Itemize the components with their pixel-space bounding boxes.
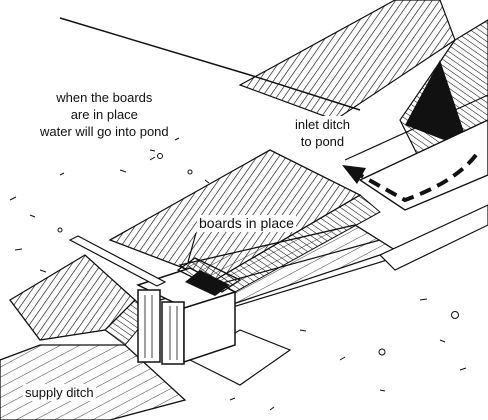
inlet-ditch-line-2: to pond: [300, 134, 345, 149]
supply-ditch-floor: [0, 329, 292, 420]
boards-slot: [176, 257, 242, 296]
boards-note-line-1: when the boards: [56, 90, 153, 105]
boards-note-label: when the boards are in place water will …: [38, 89, 171, 140]
inlet-ditch-label: inlet ditch to pond: [293, 116, 352, 150]
inlet-ditch-line-1: inlet ditch: [295, 117, 350, 132]
flow-arrow-icon: [342, 153, 478, 203]
boards-in-place-label: boards in place: [197, 215, 296, 232]
loose-board: [68, 235, 167, 287]
supply-ditch-label: supply ditch: [23, 384, 96, 401]
boards-note-line-2: are in place: [70, 107, 138, 122]
boards-note-line-3: water will go into pond: [40, 124, 169, 139]
inlet-ditch: [238, 0, 488, 211]
boards-pointer: [187, 232, 197, 263]
wooden-gate: [136, 267, 237, 365]
ground-texture: [9, 137, 467, 411]
